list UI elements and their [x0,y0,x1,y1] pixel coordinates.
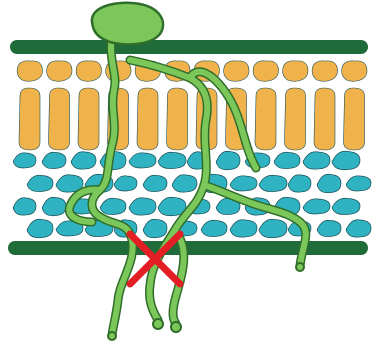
spongy-mesophyll-layer [13,151,371,237]
spongy-cell [303,152,330,169]
spongy-cell [42,197,66,215]
palisade-cell [78,88,99,150]
palisade-cell [17,61,42,81]
palisade-cell [314,88,335,150]
spongy-cell [274,152,300,168]
spongy-cell [332,151,360,169]
spongy-cell [332,198,360,214]
spongy-cell [346,176,371,191]
spongy-cell [259,219,287,237]
spongy-cell [114,176,137,191]
spongy-cell [288,175,311,192]
palisade-cell [283,61,308,81]
palisade-cell [76,61,101,81]
palisade-cell [19,88,40,150]
spongy-cell [346,220,371,237]
upper-epidermis-band [10,40,368,54]
spore-icon [92,3,163,45]
hyphal-tip [153,319,163,329]
spongy-cell [158,152,186,168]
hyphal-tip [171,322,181,332]
spongy-cell [230,176,257,191]
palisade-cell [167,88,188,150]
spongy-cell [13,198,36,215]
palisade-cell [47,61,72,81]
spongy-cell [216,151,240,169]
hyphal-tip [296,263,304,271]
spongy-cell [71,152,96,169]
palisade-cell [342,61,367,81]
hyphal-tip [108,332,116,340]
spongy-cell [259,175,287,191]
palisade-cell [224,61,249,81]
spongy-cell [143,219,167,237]
spongy-cell [129,153,156,168]
spongy-cell [129,198,156,215]
spongy-cell [303,199,330,214]
spongy-cell [317,220,341,236]
spongy-cell [42,152,66,168]
palisade-cell [137,88,158,150]
spongy-cell [13,153,36,168]
palisade-cell [49,88,70,150]
spongy-cell [230,220,257,237]
spongy-cell [317,174,341,192]
spongy-cell [201,220,227,236]
palisade-cell [255,88,276,150]
spongy-cell [100,198,126,214]
palisade-cell [344,88,365,150]
palisade-cell [312,61,337,81]
spongy-cell [143,175,167,191]
palisade-cell [253,61,278,81]
spongy-cell [27,175,53,191]
spongy-cell [172,175,197,192]
palisade-cell [285,88,306,150]
spongy-cell [27,219,53,237]
